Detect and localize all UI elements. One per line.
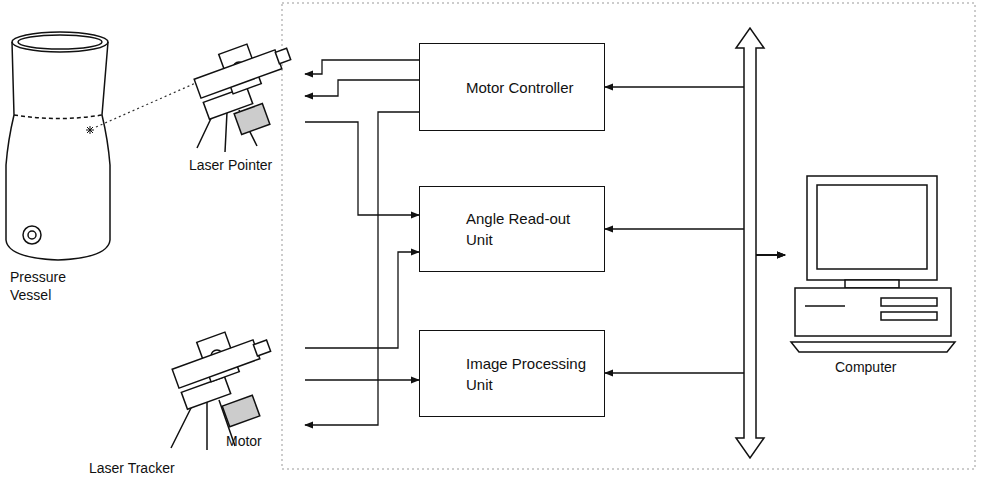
- laser-beam: [96, 82, 198, 127]
- unit-box: Image Processing Unit: [419, 330, 605, 417]
- unit-name: Angle Read-out Unit: [466, 208, 590, 250]
- laser-spot: [86, 126, 94, 134]
- signal-wire: [305, 112, 419, 425]
- signal-wire: [605, 87, 785, 255]
- device-label: Laser Pointer: [189, 156, 272, 176]
- pointer-drawing: [175, 28, 305, 178]
- unit-name: Motor Controller: [466, 77, 574, 98]
- signal-wire: [605, 255, 785, 373]
- part-label: Pressure Vessel: [10, 268, 90, 304]
- signal-wire: [305, 252, 419, 348]
- unit-name: Image Processing Unit: [466, 353, 590, 395]
- unit-box: Motor Controller: [419, 43, 605, 131]
- signal-wire: [305, 80, 419, 96]
- computer-drawing: [785, 172, 957, 384]
- signal-wire: [305, 379, 419, 380]
- device-figure: Computer: [785, 172, 957, 384]
- signal-wire: [305, 60, 419, 74]
- data-bus: [736, 28, 764, 458]
- signal-wire: [305, 122, 419, 215]
- device-figure: Laser Pointer: [175, 28, 305, 178]
- device-label: Computer: [835, 358, 896, 378]
- pressure-vessel: [6, 32, 110, 260]
- device-label: Laser Tracker: [89, 459, 175, 479]
- device-figure: Laser Tracker: [85, 318, 305, 481]
- signal-wire: [605, 229, 785, 255]
- system-enclosure: [282, 3, 975, 469]
- unit-box: Angle Read-out Unit: [419, 186, 605, 272]
- tracker-drawing: [85, 318, 305, 481]
- part-label: Motor: [226, 432, 286, 450]
